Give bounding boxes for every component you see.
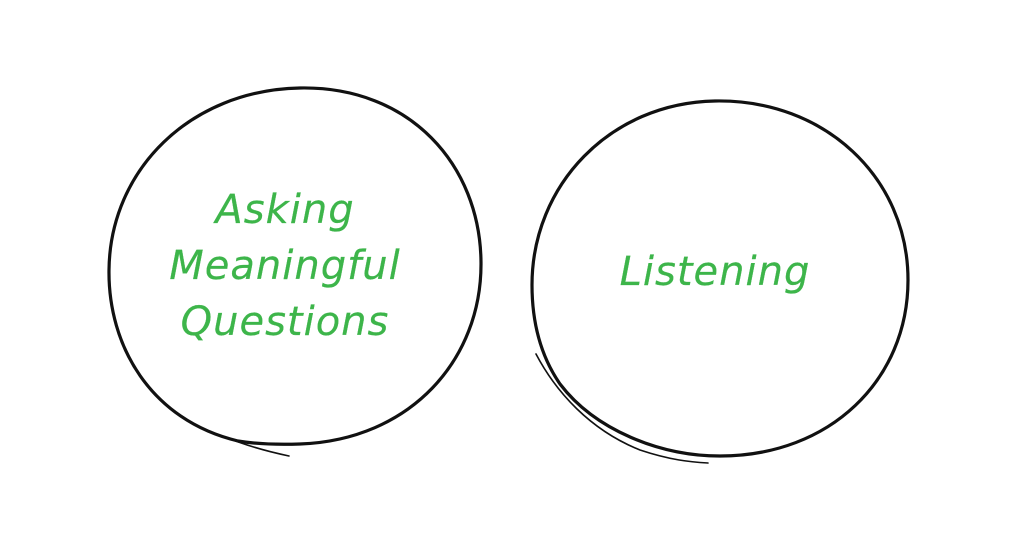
left-circle-overlap-stroke xyxy=(227,437,290,457)
left-label-line-3: Questions xyxy=(180,299,390,345)
right-circle-label: Listening xyxy=(595,244,835,300)
left-label-line-2: Meaningful xyxy=(169,243,401,289)
right-circle-overlap-stroke xyxy=(535,353,709,464)
left-circle xyxy=(107,86,483,446)
left-label-line-1: Asking xyxy=(215,187,355,233)
right-circle xyxy=(530,99,910,458)
right-label-line-1: Listening xyxy=(619,249,811,295)
left-circle-label: Asking Meaningful Questions xyxy=(140,182,430,350)
